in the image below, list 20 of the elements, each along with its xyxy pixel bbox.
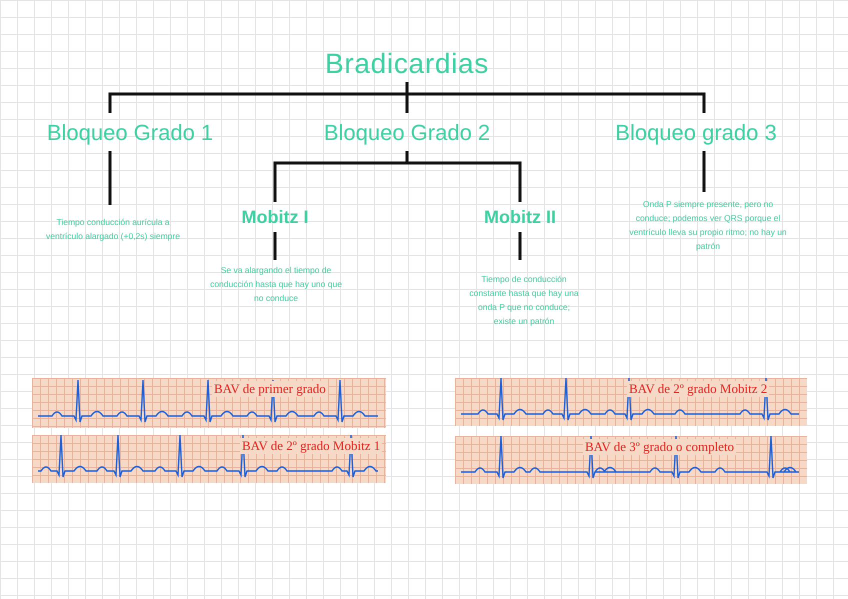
description-text: Tiempo conducción aurícula a ventrículo alargado (+0,2s) siempre [45,216,181,243]
strip-title: BAV de primer grado [212,381,328,397]
block-heading: Bloqueo Grado 1 [46,118,214,147]
block-heading: Bloqueo Grado 2 [324,118,490,147]
strip-title: BAV de 3º grado o completo [583,439,736,455]
ecg-strip [32,378,386,428]
description-text: Tiempo de conducción constante hasta que hay una onda P que no conduce; existe un patrón [468,273,580,328]
block-heading: Bloqueo grado 3 [615,118,777,147]
description-text: Onda P siempre presente, pero no conduce; podemos ver QRS porque el ventrículo lleva su propio ritmo; no hay un patrón [628,198,788,253]
connector-line [274,232,276,260]
subtype-heading: Mobitz I [242,206,308,228]
subtype-heading: Mobitz II [484,206,556,228]
connector-line [518,232,522,260]
strip-title: BAV de 2º grado Mobitz 1 [240,438,382,454]
connector-line [702,151,706,192]
connector-line [406,82,706,113]
strip-title: BAV de 2º grado Mobitz 2 [627,381,770,397]
connector-line [108,151,112,205]
description-text: Se va alargando el tiempo de conducción hasta que hay uno que no conduce [210,264,342,305]
title-text: Bradicardias [324,47,490,81]
